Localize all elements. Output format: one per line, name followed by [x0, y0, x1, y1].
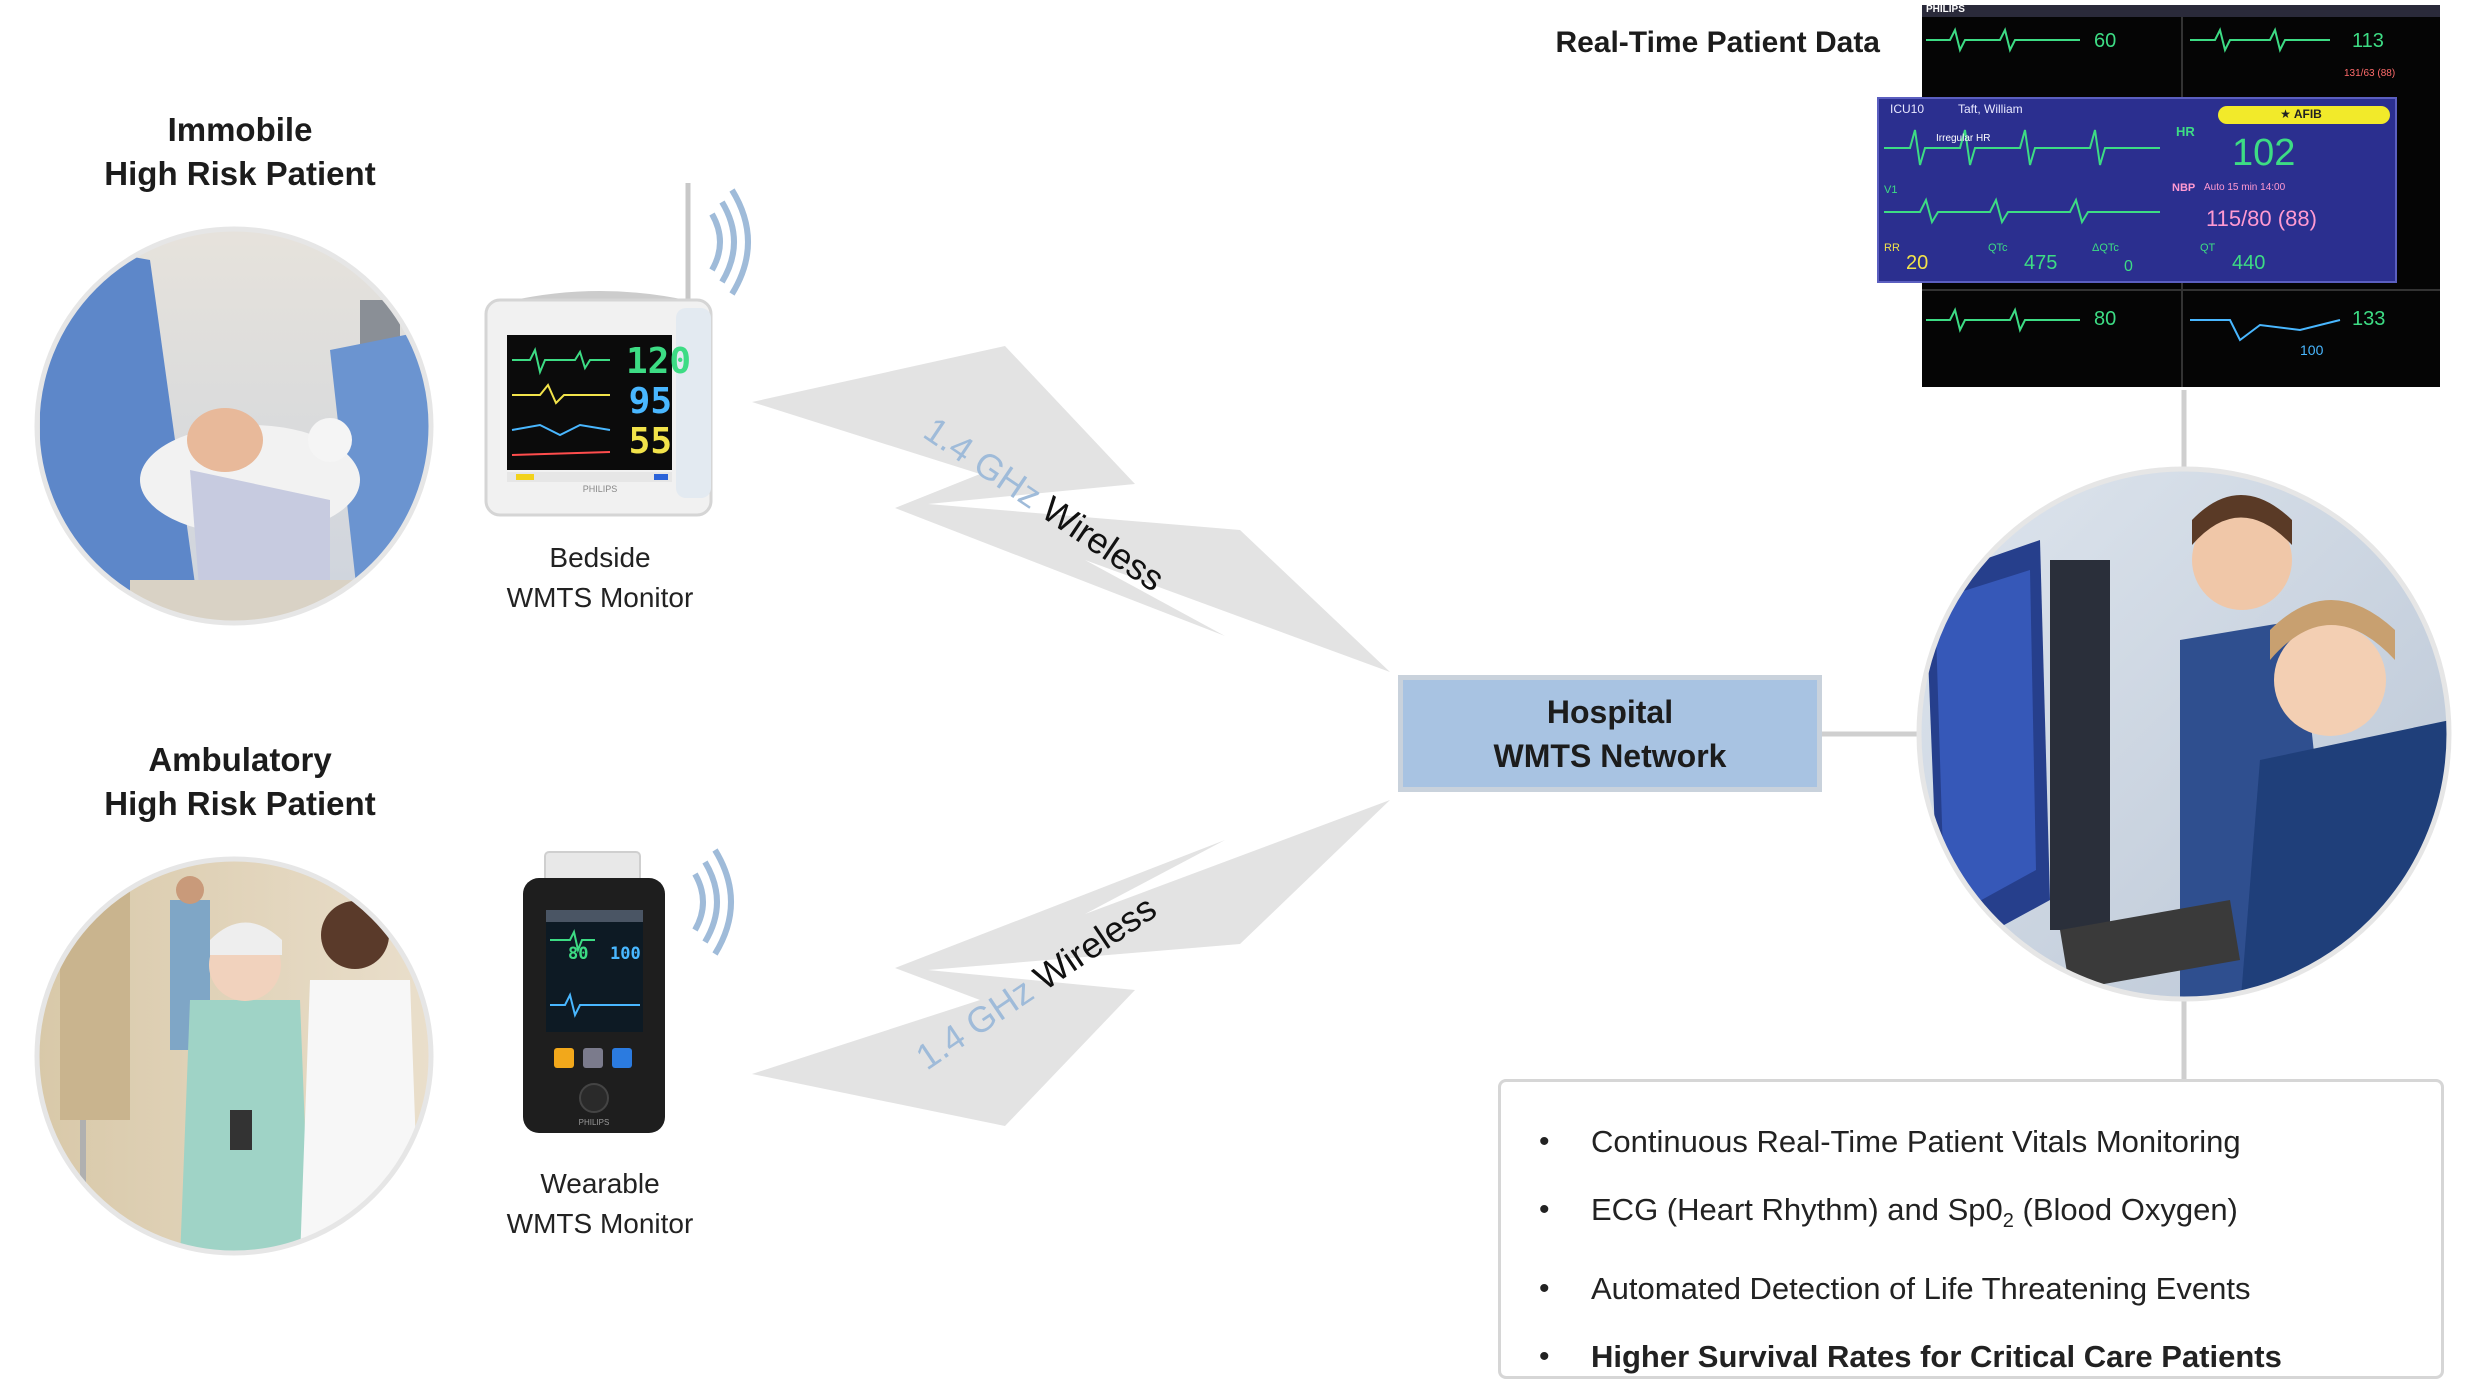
wearable-caption-line1: Wearable: [540, 1168, 660, 1199]
realtime-mini-value-3: 80: [2094, 308, 2117, 330]
realtime-lead-label: V1: [1884, 184, 1898, 196]
realtime-nbp-note: Auto 15 min 14:00: [2204, 182, 2286, 193]
benefit-text: ECG (Heart Rhythm) and Sp0: [1591, 1192, 2003, 1227]
realtime-dqtc-value: 0: [2124, 258, 2133, 275]
immobile-heading-line1: Immobile: [167, 111, 313, 148]
benefit-text-after: (Blood Oxygen): [2013, 1192, 2238, 1227]
wearable-brand-label: PHILIPS: [578, 1118, 610, 1127]
benefit-text: Automated Detection of Life Threatening …: [1591, 1271, 2251, 1307]
benefit-text: Continuous Real-Time Patient Vitals Moni…: [1591, 1124, 2241, 1159]
bedside-caption-line1: Bedside: [549, 542, 651, 573]
benefit-text: Higher Survival Rates for Critical Care …: [1591, 1339, 2282, 1375]
lower-wireless-bolt: [752, 800, 1390, 1126]
realtime-rhythm-label: Irregular HR: [1936, 133, 1991, 144]
upper-wireless-bolt: [752, 346, 1390, 672]
realtime-qt-label: QT: [2200, 242, 2216, 254]
ambulatory-heading-line1: Ambulatory: [148, 741, 332, 778]
ambulatory-patient-heading: Ambulatory High Risk Patient: [40, 738, 440, 826]
realtime-qtc-label: QTc: [1988, 242, 2008, 254]
realtime-nbp-value: 115/80 (88): [2206, 206, 2317, 231]
immobile-heading-line2: High Risk Patient: [104, 155, 376, 192]
realtime-mini-bp: 131/63 (88): [2344, 68, 2396, 79]
realtime-bed-label: ICU10: [1890, 102, 1925, 116]
wearable-reading-spo2: 100: [610, 944, 641, 964]
ambulatory-heading-line2: High Risk Patient: [104, 785, 376, 822]
realtime-dqtc-label: ΔQTc: [2092, 242, 2119, 254]
immobile-patient-heading: Immobile High Risk Patient: [40, 108, 440, 196]
realtime-hr-label: HR: [2176, 124, 2195, 139]
benefit-item: • Continuous Real-Time Patient Vitals Mo…: [1539, 1108, 2441, 1176]
wearable-reading-hr: 80: [568, 944, 589, 964]
realtime-hr-value: 102: [2232, 132, 2296, 174]
realtime-brand-label: PHILIPS: [1926, 4, 1965, 15]
benefit-subscript: 2: [2002, 1210, 2014, 1233]
realtime-qt-value: 440: [2232, 252, 2266, 274]
realtime-nbp-label: NBP: [2172, 182, 2196, 194]
bedside-monitor-caption: Bedside WMTS Monitor: [440, 538, 760, 618]
bedside-reading-third: 55: [628, 421, 672, 462]
realtime-qtc-value: 475: [2024, 252, 2058, 274]
benefit-item: • Higher Survival Rates for Critical Car…: [1539, 1323, 2441, 1391]
wearable-caption-line2: WMTS Monitor: [506, 1208, 694, 1239]
bedside-reading-spo2: 95: [628, 381, 672, 422]
hub-line1: Hospital: [1546, 693, 1674, 730]
realtime-mini-value-2: 113: [2352, 30, 2384, 52]
benefits-list: • Continuous Real-Time Patient Vitals Mo…: [1501, 1082, 2441, 1391]
realtime-mini-value-1: 60: [2094, 30, 2117, 52]
realtime-patient-name: Taft, William: [1958, 102, 2023, 116]
benefit-item: • Automated Detection of Life Threatenin…: [1539, 1255, 2441, 1323]
hub-line2: WMTS Network: [1493, 737, 1727, 774]
realtime-rr-label: RR: [1884, 242, 1900, 254]
bullet-icon: •: [1539, 1125, 1550, 1158]
benefits-box: • Continuous Real-Time Patient Vitals Mo…: [1498, 1079, 2444, 1379]
bullet-icon: •: [1539, 1340, 1550, 1374]
wearable-monitor-caption: Wearable WMTS Monitor: [440, 1164, 760, 1244]
realtime-rr-value: 20: [1906, 252, 1929, 274]
benefit-item: • ECG (Heart Rhythm) and Sp02 (Blood Oxy…: [1539, 1176, 2441, 1255]
hospital-network-hub: Hospital WMTS Network: [1398, 675, 1822, 792]
bedside-brand-label: PHILIPS: [582, 484, 618, 494]
bedside-caption-line2: WMTS Monitor: [506, 582, 694, 613]
realtime-data-title: Real-Time Patient Data: [1555, 26, 1880, 59]
bullet-icon: •: [1539, 1193, 1550, 1226]
realtime-alarm-badge: ★ AFIB: [2280, 107, 2322, 121]
realtime-mini-value-4: 133: [2352, 308, 2386, 330]
realtime-mini-value-5: 100: [2300, 342, 2324, 358]
bullet-icon: •: [1539, 1272, 1550, 1306]
